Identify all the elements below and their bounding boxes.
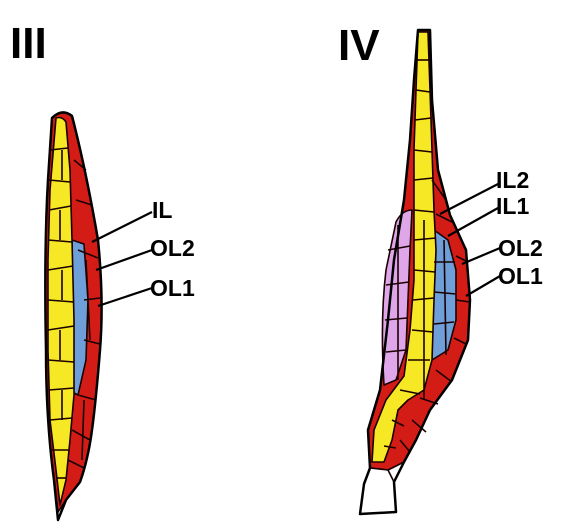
callout-ol2-iii: OL2 (150, 235, 195, 261)
callout-ol1-iv: OL1 (498, 263, 543, 289)
callout-ol2-iv: OL2 (498, 235, 543, 261)
panel-label-iv: IV (338, 21, 380, 70)
leader-ol1-iii (98, 288, 152, 306)
panel-iii: III I (10, 19, 195, 520)
structure-iii (45, 112, 101, 520)
base-stalk-iv (360, 468, 396, 514)
leader-ol2-iii (96, 250, 152, 270)
panel-label-iii: III (10, 19, 47, 68)
leader-il2-iv (440, 184, 498, 214)
leader-ol1-iv (466, 276, 500, 296)
callout-il1-iv: IL1 (496, 193, 529, 219)
leader-il1-iv (448, 208, 498, 236)
leader-il-iii (92, 212, 152, 242)
callout-il-iii: IL (152, 197, 172, 223)
callout-ol1-iii: OL1 (150, 275, 195, 301)
structure-iv (360, 30, 470, 514)
panel-iv: IV (338, 21, 543, 514)
callout-il2-iv: IL2 (496, 167, 529, 193)
